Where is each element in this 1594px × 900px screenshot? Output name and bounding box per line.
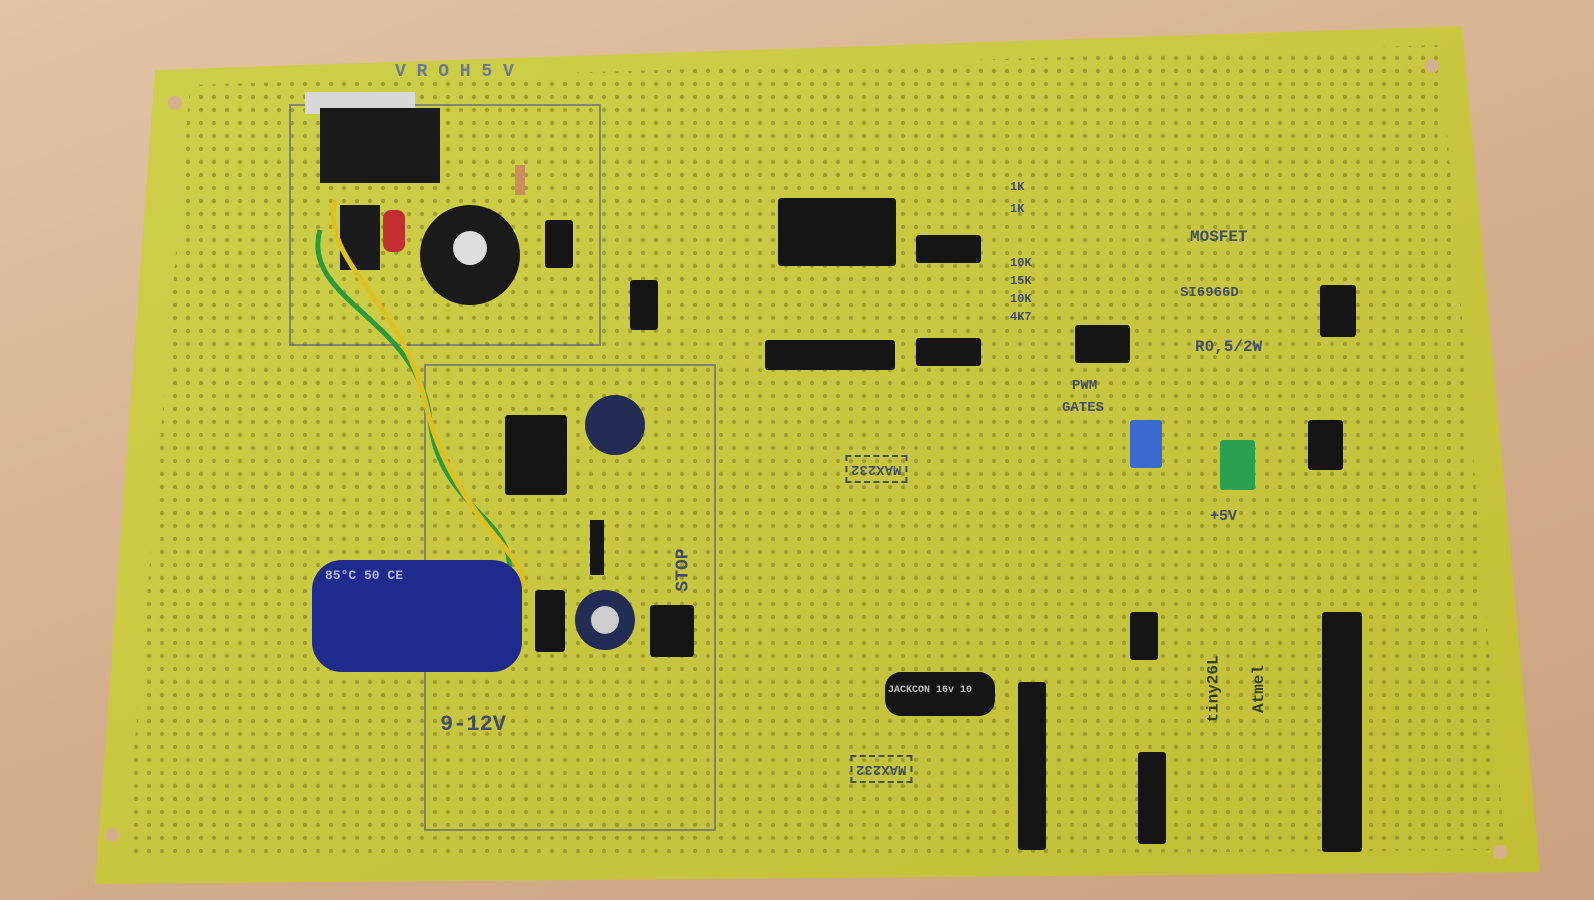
capacitor-red bbox=[383, 210, 405, 252]
resistor-label: 1K bbox=[1010, 180, 1025, 194]
resistor-label: 4K7 bbox=[1010, 310, 1032, 324]
resistor-label: 10K bbox=[1010, 292, 1032, 306]
pin-header bbox=[765, 340, 895, 370]
pin-header-column bbox=[1322, 612, 1362, 852]
resistor bbox=[515, 165, 525, 195]
resistor-label: 15K bbox=[1010, 274, 1032, 288]
label-gates: GATES bbox=[1062, 400, 1105, 416]
electrolytic-capacitor-small bbox=[885, 672, 995, 716]
label-atmel: Atmel bbox=[1250, 664, 1269, 714]
jumper[interactable] bbox=[650, 605, 694, 657]
pin-header-column bbox=[1018, 682, 1046, 850]
label-shunt: R0,5/2W bbox=[1195, 338, 1263, 356]
jumper-blue[interactable] bbox=[1130, 420, 1162, 468]
mount-hole bbox=[1425, 59, 1439, 73]
pin-header bbox=[545, 220, 573, 268]
pin-header bbox=[916, 235, 981, 263]
resistor-label: 1K bbox=[1010, 202, 1025, 216]
label-mosfet-part: SI6966D bbox=[1180, 285, 1239, 301]
resistor-label: 10K bbox=[1010, 256, 1032, 270]
voltage-regulator bbox=[320, 108, 440, 183]
electrolytic-capacitor bbox=[585, 395, 645, 455]
capacitor-top bbox=[591, 606, 619, 634]
mount-hole bbox=[105, 828, 119, 842]
pin-header-column bbox=[1138, 752, 1166, 844]
label-max232: MAX232 bbox=[850, 755, 913, 783]
label-vreg: V R O H 5 V bbox=[395, 62, 514, 82]
pin-header bbox=[505, 415, 567, 495]
diode bbox=[590, 520, 604, 575]
mount-hole bbox=[1493, 845, 1507, 859]
pin-header bbox=[1320, 285, 1356, 337]
label-5v: +5V bbox=[1210, 508, 1238, 525]
label-max232: MAX232 bbox=[845, 455, 908, 483]
label-pwm: PWM bbox=[1072, 378, 1098, 394]
label-tiny26l: tiny26L bbox=[1204, 655, 1223, 723]
label-supply: 9-12V bbox=[440, 712, 507, 737]
pin-header bbox=[630, 280, 658, 330]
electrolytic-capacitor-large bbox=[312, 560, 522, 672]
pin-header bbox=[1130, 612, 1158, 660]
pin-header bbox=[1308, 420, 1343, 470]
jumper[interactable] bbox=[1075, 325, 1130, 363]
jumper-block[interactable] bbox=[778, 198, 896, 266]
jumper-green[interactable] bbox=[1220, 440, 1255, 490]
capacitor-marking: JACKCON 16v 10 bbox=[888, 685, 973, 696]
pin-header bbox=[916, 338, 981, 366]
label-stop: STOP bbox=[673, 548, 694, 592]
trimmer-knob bbox=[453, 231, 487, 265]
ink-outline bbox=[289, 104, 601, 346]
capacitor-marking: 85°C 50 CE bbox=[325, 568, 404, 583]
jumper[interactable] bbox=[535, 590, 565, 652]
mount-hole bbox=[168, 96, 182, 110]
label-mosfet: MOSFET bbox=[1190, 228, 1248, 246]
resistor-labels: 1K 1K 10K 15K 10K 4K7 bbox=[1010, 180, 1080, 324]
